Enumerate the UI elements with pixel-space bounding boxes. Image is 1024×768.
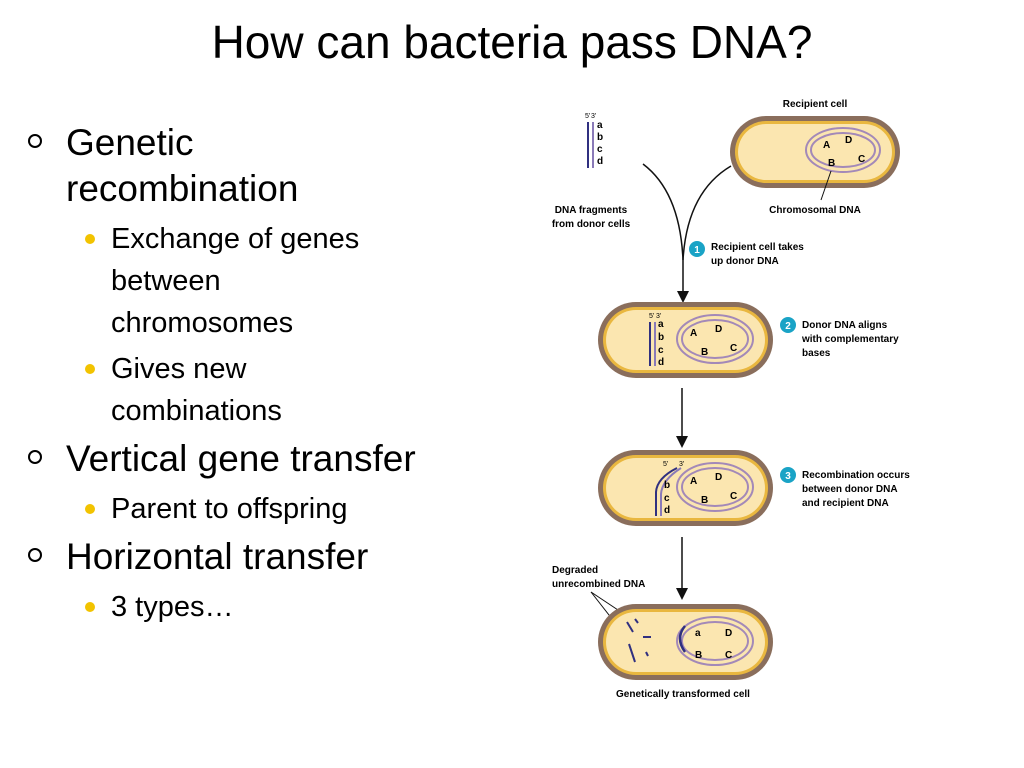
gene-label: B: [701, 495, 708, 506]
degraded-fragment: [626, 621, 634, 633]
gene-label: d: [664, 505, 670, 516]
gene-label: D: [715, 324, 722, 335]
gene-label: a: [658, 319, 664, 330]
three-prime-label: 3': [656, 313, 661, 320]
bullet-horizontal-transfer: Horizontal transfer: [28, 534, 468, 580]
step-1-text: up donor DNA: [711, 256, 779, 267]
transformed-cell-label: Genetically transformed cell: [616, 689, 750, 700]
step-3-text: and recipient DNA: [802, 498, 889, 509]
gene-label: D: [715, 472, 722, 483]
dna-strand: [655, 467, 678, 516]
step-number: 2: [785, 321, 791, 332]
step-1-badge: [689, 241, 705, 257]
donor-dna-fragment: 5' 3' a b c d: [585, 113, 603, 168]
sub-bullet-parent-to-offspring: Parent to offspring: [28, 488, 468, 530]
hollow-circle-bullet-icon: [28, 450, 42, 464]
fragments-label: DNA fragments: [555, 205, 628, 216]
sub-bullet-text: Gives new: [111, 353, 247, 385]
yellow-dot-bullet-icon: [85, 234, 95, 244]
chromosome: [676, 462, 754, 512]
bullet-text: Horizontal transfer: [66, 536, 369, 577]
recipient-cell-label: Recipient cell: [783, 99, 848, 110]
sub-bullet-text: Parent to offspring: [111, 493, 348, 525]
recombining-cell: 5' 3' b c d A D B C: [598, 450, 773, 526]
sub-bullet-text: 3 types…: [111, 591, 234, 623]
step-3-text: between donor DNA: [802, 484, 898, 495]
bullet-genetic-recombination: Genetic recombination: [28, 120, 468, 212]
gene-label: A: [823, 140, 830, 151]
gene-label: A: [690, 328, 697, 339]
gene-label: B: [695, 650, 702, 661]
gene-label: c: [597, 144, 603, 155]
gene-label: c: [664, 493, 670, 504]
leader-line: [820, 170, 832, 201]
gene-label: C: [730, 343, 737, 354]
bullet-list: Genetic recombination Exchange of genes …: [28, 120, 468, 632]
slide-title: How can bacteria pass DNA?: [211, 16, 813, 68]
gene-label: b: [597, 132, 603, 143]
five-prime-label: 5': [663, 461, 668, 468]
fragments-label: from donor cells: [552, 219, 631, 230]
yellow-dot-bullet-icon: [85, 504, 95, 514]
gene-label: C: [730, 491, 737, 502]
gene-label: D: [845, 135, 852, 146]
gene-label: b: [658, 332, 664, 343]
degraded-dna-label: unrecombined DNA: [552, 579, 645, 590]
gene-label: d: [597, 156, 603, 167]
converging-arrow: [642, 163, 684, 261]
yellow-dot-bullet-icon: [85, 364, 95, 374]
gene-label: A: [690, 476, 697, 487]
three-prime-label: 3': [591, 113, 596, 120]
sub-bullet-three-types: 3 types…: [28, 586, 468, 628]
hollow-circle-bullet-icon: [28, 548, 42, 562]
step-2-badge: [780, 317, 796, 333]
step-2-text: with complementary: [801, 334, 899, 345]
dna-strand: [660, 467, 682, 516]
sub-bullet-text: between: [111, 265, 221, 297]
gene-label: B: [701, 347, 708, 358]
sub-bullet-new-combinations: Gives new combinations: [28, 348, 468, 432]
gene-label: a: [695, 628, 701, 639]
gene-label: c: [658, 345, 664, 356]
hollow-circle-bullet-icon: [28, 134, 42, 148]
step-2-text: Donor DNA aligns: [802, 320, 888, 331]
step-3-text: Recombination occurs: [802, 470, 910, 481]
recombined-dna: [678, 625, 687, 653]
gene-label: d: [658, 357, 664, 368]
transformation-diagram: 5' 3' a b c d Recipient cell A D B C Chr…: [552, 99, 910, 700]
step-2-text: bases: [802, 348, 831, 359]
chromosome: [676, 616, 754, 666]
bullet-text: Vertical gene transfer: [66, 438, 416, 479]
bullet-text: Genetic: [66, 122, 194, 163]
gene-label: C: [858, 154, 865, 165]
step-3-badge: [780, 467, 796, 483]
step-number: 3: [785, 471, 791, 482]
degraded-dna-label: Degraded: [552, 565, 598, 576]
recipient-cell: A D B C: [730, 116, 900, 188]
aligning-cell: 5' 3' a b c d A D B C: [598, 302, 773, 378]
gene-label: a: [597, 120, 603, 131]
gene-label: b: [664, 480, 670, 491]
sub-bullet-exchange-of-genes: Exchange of genes between chromosomes: [28, 218, 468, 344]
gene-label: B: [828, 158, 835, 169]
three-prime-label: 3': [679, 461, 684, 468]
chromosome: [805, 127, 881, 173]
converging-arrow: [682, 165, 732, 261]
five-prime-label: 5': [649, 313, 654, 320]
chromosomal-dna-label: Chromosomal DNA: [769, 205, 861, 216]
sub-bullet-text: Exchange of genes: [111, 223, 360, 255]
gene-label: C: [725, 650, 732, 661]
five-prime-label: 5': [585, 113, 590, 120]
step-number: 1: [694, 245, 700, 256]
bullet-vertical-gene-transfer: Vertical gene transfer: [28, 436, 468, 482]
bullet-text: recombination: [66, 168, 299, 209]
gene-label: D: [725, 628, 732, 639]
sub-bullet-text: chromosomes: [111, 307, 294, 339]
step-1-text: Recipient cell takes: [711, 242, 804, 253]
yellow-dot-bullet-icon: [85, 602, 95, 612]
transformed-cell: a D B C: [598, 604, 773, 680]
chromosome: [676, 314, 754, 364]
sub-bullet-text: combinations: [111, 395, 282, 427]
